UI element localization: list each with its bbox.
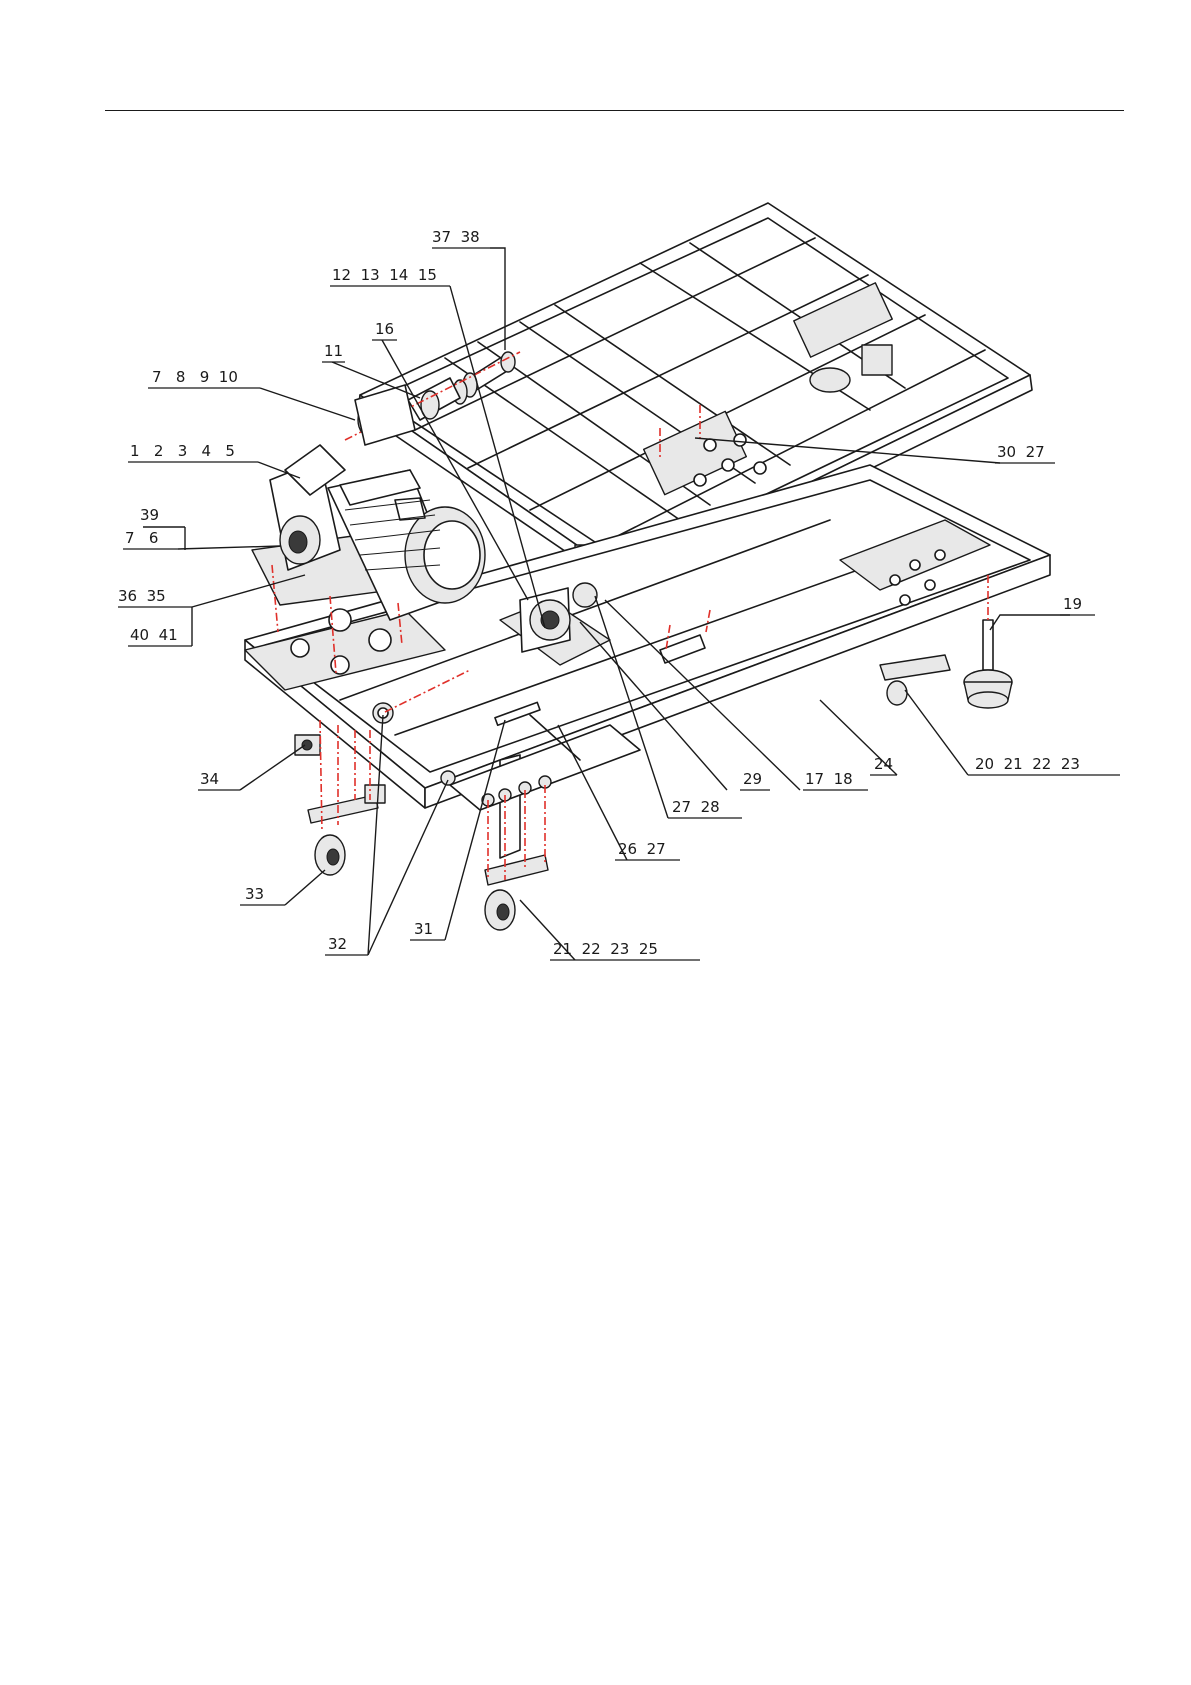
callout-29: 29 xyxy=(743,770,762,788)
callout-39: 39 xyxy=(140,506,159,524)
callout-17-18: 17 18 xyxy=(805,770,853,788)
callout-40-41: 40 41 xyxy=(130,626,178,644)
caster-front-left xyxy=(308,795,378,875)
caster-front-right xyxy=(485,855,548,930)
leveling-foot xyxy=(964,620,1012,708)
callout-20-23: 20 21 22 23 xyxy=(975,755,1080,773)
callout-24: 24 xyxy=(874,755,893,773)
callout-1-5: 1 2 3 4 5 xyxy=(130,442,235,460)
callout-16: 16 xyxy=(375,320,394,338)
callout-26-27: 26 27 xyxy=(618,840,666,858)
callout-32: 32 xyxy=(328,935,347,953)
callout-34: 34 xyxy=(200,770,219,788)
callout-36-35: 36 35 xyxy=(118,587,166,605)
caster-rear xyxy=(880,655,950,705)
callout-11: 11 xyxy=(324,342,343,360)
callout-31: 31 xyxy=(414,920,433,938)
callout-7-10: 7 8 9 10 xyxy=(152,368,238,386)
callout-19: 19 xyxy=(1063,595,1082,613)
callout-37-38: 37 38 xyxy=(432,228,480,246)
callout-12-15: 12 13 14 15 xyxy=(332,266,437,284)
callout-21-25: 21 22 23 25 xyxy=(553,940,658,958)
callout-7-6: 7 6 xyxy=(125,529,158,547)
callout-30-27: 30 27 xyxy=(997,443,1045,461)
callout-33: 33 xyxy=(245,885,264,903)
callout-27-28: 27 28 xyxy=(672,798,720,816)
